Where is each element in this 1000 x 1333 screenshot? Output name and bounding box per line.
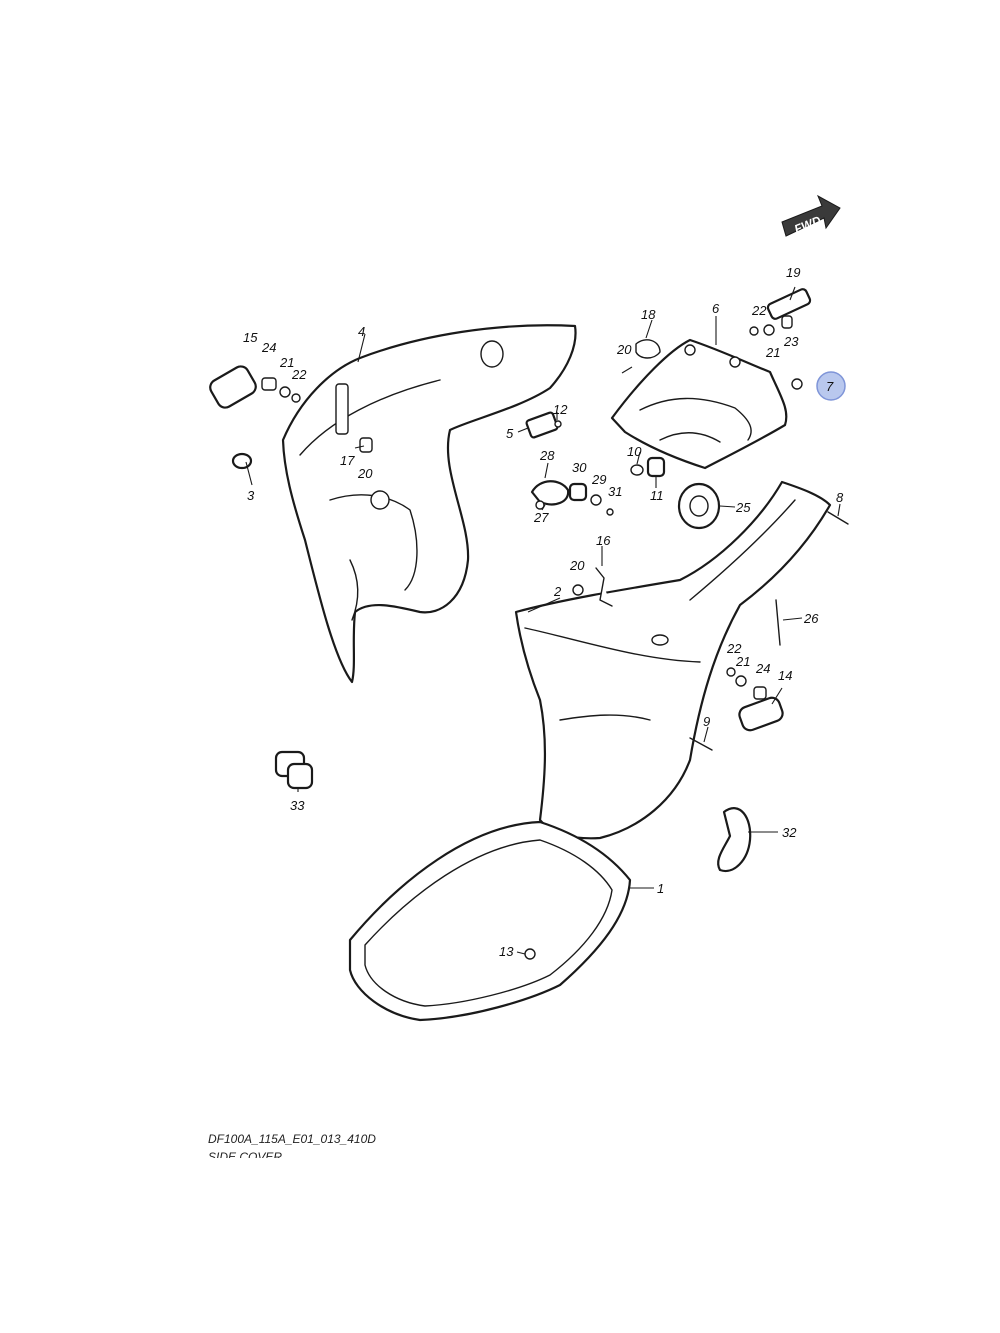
callout-22-lower: 22: [726, 641, 742, 656]
callout-22-upper: 22: [751, 303, 767, 318]
callout-1: 1: [657, 881, 664, 896]
fwd-arrow-icon: FWD: [781, 194, 841, 237]
right-lower-side-cover: [514, 480, 832, 840]
callout-11: 11: [650, 488, 664, 503]
callout-6: 6: [712, 301, 720, 316]
upper-bracket: [610, 338, 788, 470]
callout-17: 17: [340, 453, 355, 468]
callout-5: 5: [506, 426, 514, 441]
callout-23: 23: [783, 334, 799, 349]
callout-33: 33: [290, 798, 305, 813]
callout-32: 32: [782, 825, 797, 840]
callout-8: 8: [836, 490, 844, 505]
callout-labels: 1 2 3 4 5 6 7 8 9 10 11 12 13 14 15 16 1…: [243, 265, 844, 959]
callout-18: 18: [641, 307, 656, 322]
callout-21-lower: 21: [735, 654, 750, 669]
callout-31: 31: [608, 484, 622, 499]
callout-25: 25: [735, 500, 751, 515]
callout-12: 12: [553, 402, 568, 417]
callout-20-mid: 20: [569, 558, 585, 573]
highlight-marker: [816, 371, 846, 401]
callout-13: 13: [499, 944, 514, 959]
callout-9: 9: [703, 714, 710, 729]
callout-28: 28: [539, 448, 555, 463]
callout-20-upper: 20: [616, 342, 632, 357]
callout-10: 10: [627, 444, 642, 459]
diagram-title-caption: SIDE COVER: [208, 1150, 283, 1158]
callout-30: 30: [572, 460, 587, 475]
callout-16: 16: [596, 533, 611, 548]
callout-2: 2: [553, 584, 562, 599]
callout-24-lower: 24: [755, 661, 770, 676]
callout-24-left: 24: [261, 340, 276, 355]
callout-29: 29: [591, 472, 606, 487]
callout-14: 14: [778, 668, 792, 683]
callout-15: 15: [243, 330, 258, 345]
diagram-code-caption: DF100A_115A_E01_013_410D: [208, 1132, 376, 1146]
callout-19: 19: [786, 265, 800, 280]
callout-21-left: 21: [279, 355, 294, 370]
callout-27: 27: [533, 510, 549, 525]
bottom-seal-ring: [348, 820, 632, 1022]
callout-3: 3: [247, 488, 255, 503]
callout-4: 4: [358, 324, 365, 339]
leader-lines: [245, 286, 841, 955]
callout-22-left: 22: [291, 367, 307, 382]
callout-20-left: 20: [357, 466, 373, 481]
callout-21-upper: 21: [765, 345, 780, 360]
hardware-parts: [209, 288, 849, 960]
callout-26: 26: [803, 611, 819, 626]
left-side-cover: [281, 324, 577, 684]
callout-7: 7: [826, 379, 834, 394]
